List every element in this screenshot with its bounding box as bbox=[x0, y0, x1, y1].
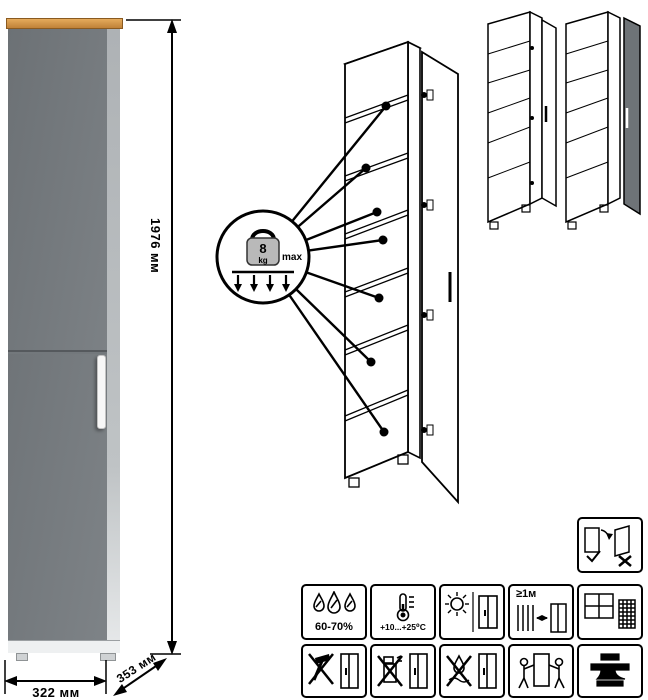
wardrobe-door-lower bbox=[8, 354, 107, 653]
distance-box: ≥1м bbox=[508, 584, 574, 640]
humidity-icon bbox=[313, 591, 356, 614]
width-dimension-arrow bbox=[4, 660, 107, 694]
humidity-box: 60-70% bbox=[301, 584, 367, 640]
wardrobe-foot-left bbox=[16, 653, 28, 661]
temperature-label: +10...+25⁰C bbox=[380, 622, 426, 632]
no-wet-cleaning-icon bbox=[446, 653, 497, 689]
carry-upright-icon bbox=[518, 653, 565, 689]
temperature-box: +10...+25⁰C bbox=[370, 584, 436, 640]
max-label: max bbox=[282, 252, 302, 263]
wardrobe-body bbox=[8, 29, 120, 653]
shelf-load-dots bbox=[361, 101, 391, 437]
door-adjustment-icon bbox=[584, 525, 632, 567]
ventilation-box bbox=[577, 584, 643, 640]
wardrobe-wood-top bbox=[6, 18, 123, 29]
open-door bbox=[421, 50, 459, 505]
weight-icon bbox=[246, 237, 280, 266]
thermometer-icon bbox=[396, 593, 414, 622]
height-dimension-label: 1976 мм bbox=[148, 218, 163, 274]
variant-drawing-right-hinge bbox=[565, 10, 641, 230]
radiator-distance-icon bbox=[517, 603, 567, 633]
wardrobe-handle bbox=[97, 355, 106, 429]
door-adjustment-box bbox=[577, 517, 643, 573]
ventilation-window-icon bbox=[584, 593, 636, 629]
height-dimension-arrow bbox=[126, 19, 181, 655]
depth-dimension-arrow bbox=[113, 658, 167, 696]
weight-value: 8 bbox=[259, 241, 266, 256]
wardrobe-side-panel bbox=[107, 29, 120, 653]
carry-upright-box bbox=[508, 644, 574, 698]
no-hammering-icon bbox=[308, 653, 359, 689]
humidity-label: 60-70% bbox=[315, 621, 353, 633]
weight-unit: kg bbox=[258, 256, 267, 265]
anvil-icon bbox=[590, 653, 630, 687]
load-arrows-icon bbox=[232, 270, 294, 292]
max-load-callout: 8 kg max bbox=[215, 209, 311, 305]
wardrobe-door-upper bbox=[8, 29, 107, 352]
sunlight-protection-icon bbox=[445, 592, 498, 632]
variant-drawing-left-hinge bbox=[487, 10, 557, 230]
no-press-load-box bbox=[577, 644, 643, 698]
sunlight-box bbox=[439, 584, 505, 640]
no-solvents-box bbox=[370, 644, 436, 698]
exploded-cabinet-drawing: 8 kg max bbox=[215, 40, 459, 505]
no-wet-cleaning-box bbox=[439, 644, 505, 698]
width-dimension-label: 322 мм bbox=[32, 685, 80, 700]
variant-door-panel bbox=[623, 16, 641, 216]
no-solvents-icon bbox=[377, 653, 428, 689]
min-distance-label: ≥1м bbox=[516, 588, 537, 600]
wardrobe-plinth bbox=[8, 640, 120, 653]
no-hammering-box bbox=[301, 644, 367, 698]
wardrobe-foot-right bbox=[100, 653, 116, 661]
